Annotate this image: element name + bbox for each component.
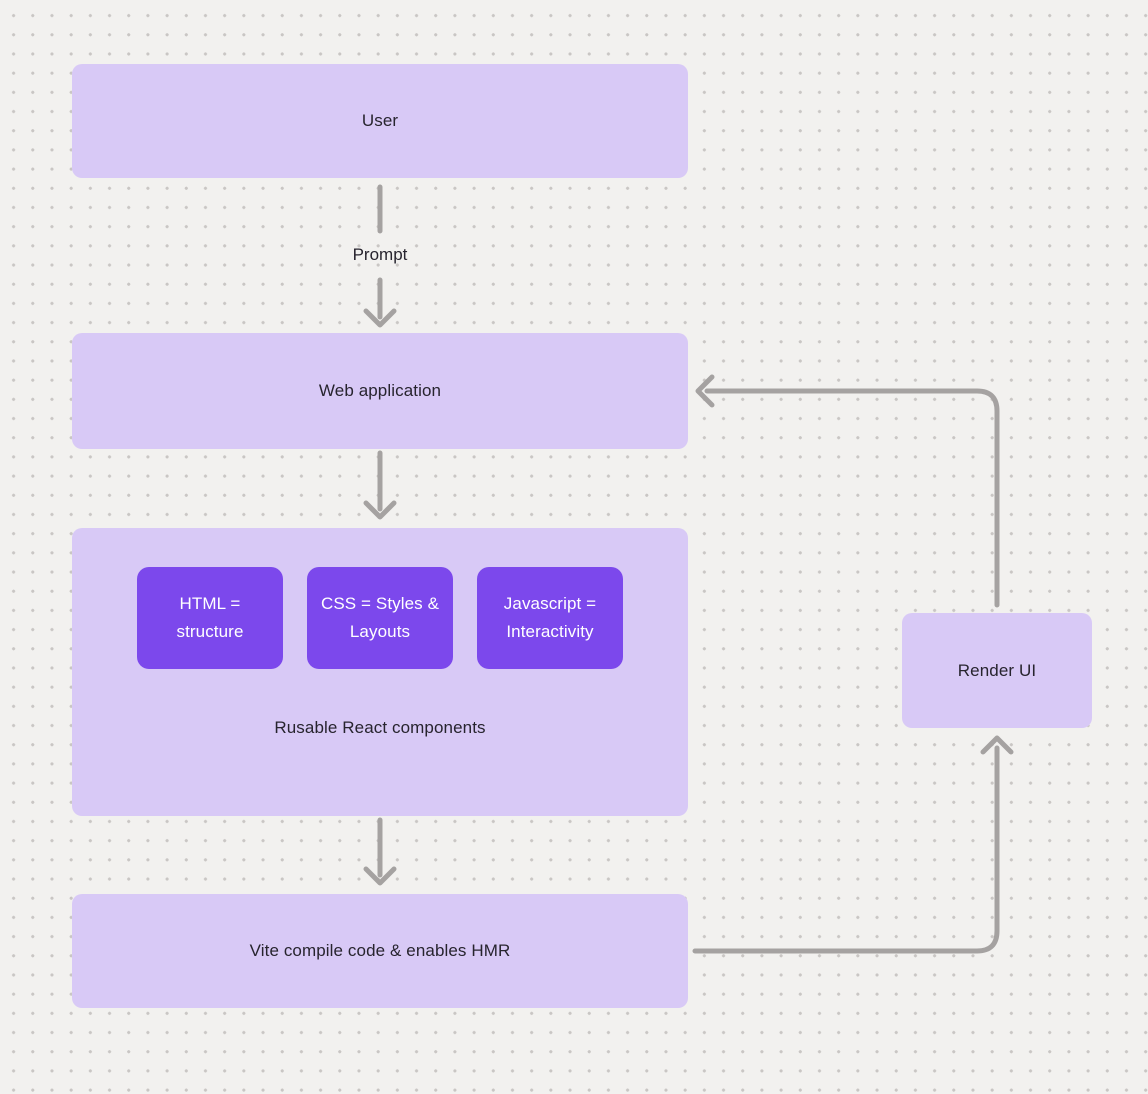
node-components-group: HTML = structure CSS = Styles & Layouts … bbox=[72, 528, 688, 816]
chip-javascript-label: Javascript = Interactivity bbox=[503, 594, 597, 641]
components-chip-row: HTML = structure CSS = Styles & Layouts … bbox=[72, 567, 688, 669]
node-web-application: Web application bbox=[72, 333, 688, 449]
components-caption: Rusable React components bbox=[274, 718, 486, 737]
chip-css: CSS = Styles & Layouts bbox=[307, 567, 453, 669]
chip-javascript: Javascript = Interactivity bbox=[477, 567, 623, 669]
arrow-render-ui-to-web-application bbox=[695, 374, 1000, 608]
arrow-web-application-to-components bbox=[363, 450, 397, 520]
node-user-label: User bbox=[361, 111, 399, 130]
arrow-components-to-vite bbox=[363, 817, 397, 886]
node-vite-label: Vite compile code & enables HMR bbox=[249, 941, 511, 960]
arrow-vite-to-render-ui bbox=[692, 735, 1014, 954]
chip-html: HTML = structure bbox=[137, 567, 283, 669]
chip-html-label: HTML = structure bbox=[176, 594, 244, 641]
node-vite: Vite compile code & enables HMR bbox=[72, 894, 688, 1008]
edge-label-prompt: Prompt bbox=[352, 245, 408, 264]
node-web-application-label: Web application bbox=[318, 381, 442, 400]
chip-css-label: CSS = Styles & Layouts bbox=[320, 594, 440, 641]
node-render-ui: Render UI bbox=[902, 613, 1092, 728]
node-user: User bbox=[72, 64, 688, 178]
node-render-ui-label: Render UI bbox=[957, 660, 1037, 680]
